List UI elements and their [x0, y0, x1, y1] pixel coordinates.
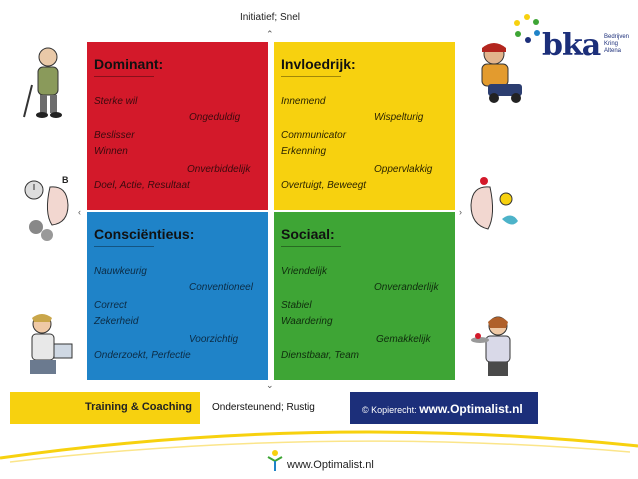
trait-item: Correct	[94, 300, 127, 311]
trait-item: Sterke wil	[94, 96, 138, 107]
copyright-label: © Kopierecht: www.Optimalist.nl	[362, 402, 523, 416]
waitress-icon	[470, 312, 528, 380]
trait-item: Onverbiddelijk	[187, 164, 251, 175]
bottom-bar-right: © Kopierecht: www.Optimalist.nl	[350, 392, 538, 424]
trait-item: Overtuigt, Beweegt	[281, 180, 367, 191]
swoosh-decoration	[0, 430, 638, 463]
brain-right-icon	[466, 175, 521, 245]
chevron-right-icon: ›	[459, 207, 462, 217]
trait-item: Vriendelijk	[281, 266, 327, 277]
gentleman-icon	[20, 45, 75, 120]
quadrant-dominant-title: Dominant:	[94, 56, 164, 72]
trait-item: Doel, Actie, Resultaat	[94, 180, 190, 191]
trait-item: Ongeduldig	[189, 112, 241, 123]
divider	[94, 246, 154, 247]
divider	[281, 246, 341, 247]
trait-item: Communicator	[281, 130, 347, 141]
training-coaching-label: Training & Coaching	[85, 401, 192, 413]
trait-item: Winnen	[94, 146, 128, 157]
quadrant-dominant: Dominant: Sterke wil Ongeduldig Beslisse…	[87, 42, 268, 210]
trait-item: Onveranderlijk	[374, 282, 439, 293]
trait-item: Voorzichtig	[189, 334, 239, 345]
trait-item: Onderzoekt, Perfectie	[94, 350, 191, 361]
chevron-left-icon: ‹	[78, 207, 81, 217]
bka-logo-text: bka	[542, 28, 601, 63]
quadrant-sociaal-title: Sociaal:	[281, 226, 335, 242]
trait-item: Wispelturig	[374, 112, 424, 123]
trait-item: Oppervlakkig	[374, 164, 433, 175]
brain-left-icon: B	[22, 175, 72, 247]
divider	[281, 76, 341, 77]
chevron-down-icon: ⌄	[266, 380, 274, 390]
trait-item: Conventioneel	[189, 282, 253, 293]
mechanic-icon	[470, 40, 525, 105]
trait-item: Waardering	[281, 316, 333, 327]
quadrant-conscientieus: Consciëntieus: Nauwkeurig Conventioneel …	[87, 212, 268, 380]
bottom-bar: Training & Coaching Ondersteunend; Rusti…	[10, 392, 538, 424]
divider	[94, 76, 154, 77]
trait-item: Dienstbaar, Team	[281, 350, 360, 361]
optimalist-logo-icon	[266, 449, 284, 473]
trait-item: Zekerheid	[94, 316, 139, 327]
svg-text:B: B	[62, 175, 69, 185]
copyright-url[interactable]: www.Optimalist.nl	[419, 402, 523, 416]
quadrant-conscientieus-title: Consciëntieus:	[94, 226, 195, 242]
chevron-up-icon: ⌃	[266, 29, 274, 39]
trait-item: Stabiel	[281, 300, 312, 311]
bottom-bar-left: Training & Coaching	[10, 392, 200, 424]
trait-item: Beslisser	[94, 130, 135, 141]
axis-bottom-label: Ondersteunend; Rustig	[212, 402, 315, 413]
trait-item: Nauwkeurig	[94, 266, 147, 277]
trait-item: Erkenning	[281, 146, 327, 157]
quadrant-invloedrijk-title: Invloedrijk:	[281, 56, 356, 72]
nurse-icon	[18, 310, 76, 378]
bka-logo-icon	[512, 12, 542, 46]
axis-top-label: Initiatief; Snel	[239, 12, 301, 23]
quadrant-invloedrijk: Invloedrijk: Innemend Wispelturig Commun…	[274, 42, 455, 210]
trait-item: Innemend	[281, 96, 326, 107]
bottom-bar-middle: Ondersteunend; Rustig	[200, 392, 350, 424]
footer-url[interactable]: www.Optimalist.nl	[287, 459, 374, 471]
trait-item: Gemakkelijk	[376, 334, 431, 345]
quadrant-sociaal: Sociaal: Vriendelijk Onveranderlijk Stab…	[274, 212, 455, 380]
